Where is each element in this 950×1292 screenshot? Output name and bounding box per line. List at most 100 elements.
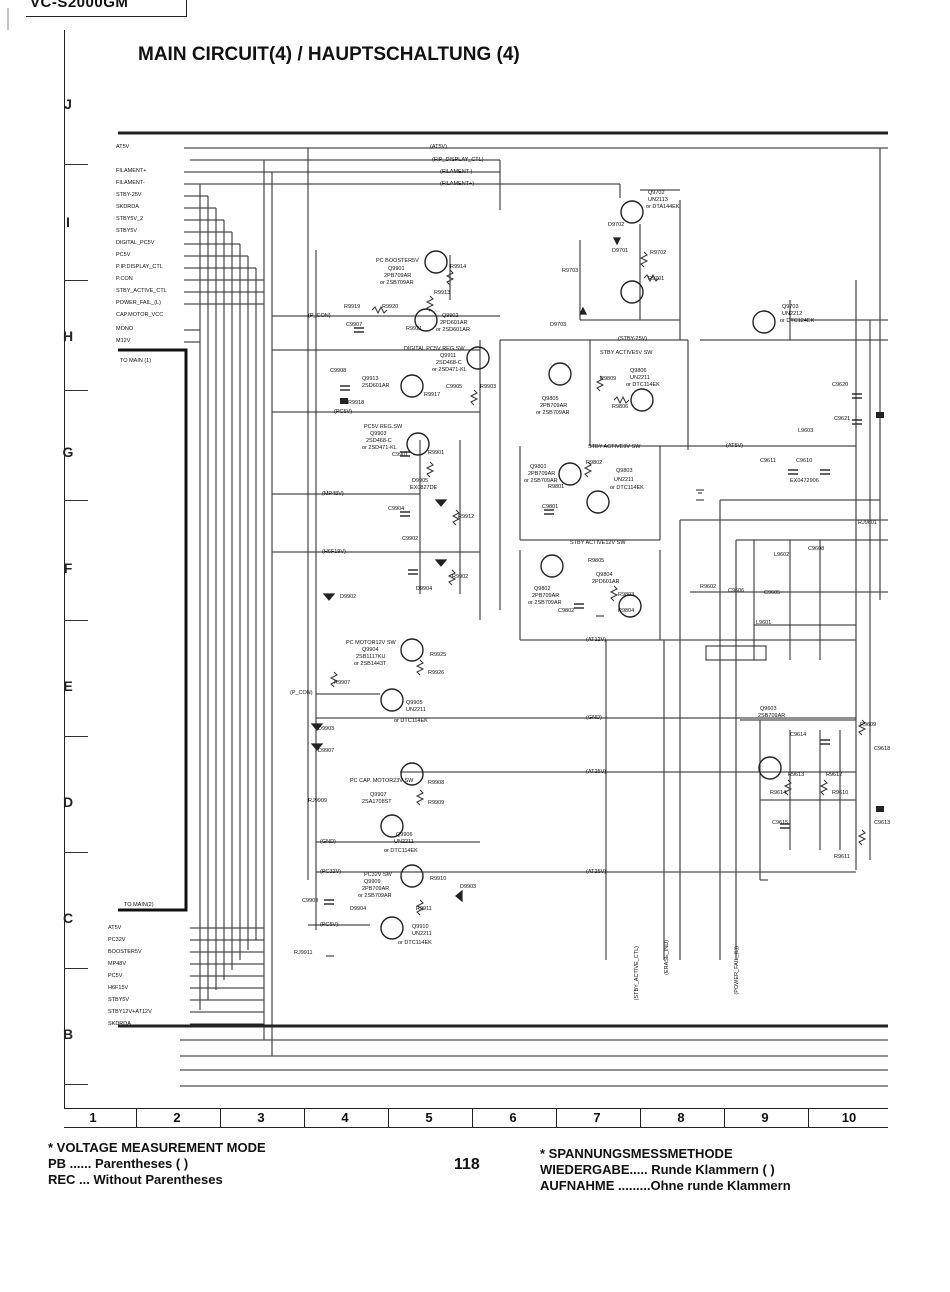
ref-label: R9908 [428, 780, 445, 786]
ref-label: Q9804 [596, 572, 613, 578]
net-label: (AT5V) [726, 443, 744, 449]
ref-label: Q9802 [534, 586, 551, 592]
ref-label: C9614 [790, 732, 807, 738]
ref-label: R9914 [450, 264, 467, 270]
sw-label: STBY ACTIVE5V SW [600, 350, 653, 356]
net-label: (P_CON) [308, 313, 331, 319]
ref-label: RJ9911 [294, 950, 313, 956]
rec-line: REC ... Without Parentheses [48, 1172, 223, 1187]
ref-label: D9902 [340, 594, 357, 600]
ref-label: Q9803 [616, 468, 633, 474]
row-label: C [62, 910, 74, 926]
ref-label: R9803 [618, 592, 635, 598]
part-label: EX0472906 [790, 478, 819, 484]
net-label: (ERASE_IND) [664, 940, 670, 975]
conn-label: TO MAIN(2) [124, 902, 154, 908]
ref-label: D9903 [460, 884, 477, 890]
ref-label: RJ9909 [308, 798, 327, 804]
ref-label: D9703 [550, 322, 567, 328]
ref-label: C9608 [808, 546, 825, 552]
net-label: (AT25V) [586, 869, 607, 875]
ref-label: Q9907 [370, 792, 387, 798]
part-label: or DTC114EK [610, 485, 644, 491]
row-label: I [66, 214, 70, 230]
part-label: or 2SD601AR [436, 327, 470, 333]
row-label: H [62, 328, 74, 344]
part-label: or 2SB709AR [524, 478, 558, 484]
col-label: 4 [341, 1110, 349, 1125]
conn-pin: SKDRDA [116, 204, 139, 210]
ref-label: D9903 [318, 726, 335, 732]
conn-pin: MP48V [108, 961, 127, 967]
sheet-frame [64, 30, 889, 1108]
part-label: 2PD601AR [440, 320, 468, 326]
ref-label: Q9913 [362, 376, 379, 382]
net-label: (STBY_ACTIVE_CTL) [634, 946, 640, 1001]
ref-label: R9806 [612, 404, 629, 410]
part-label: or 2SB709AR [358, 893, 392, 899]
ref-label: R9910 [430, 876, 447, 882]
ref-label: C9618 [874, 746, 891, 752]
ref-label: Q9603 [760, 706, 777, 712]
row-label: E [63, 678, 73, 694]
wiedergabe-line: WIEDERGABE..... Runde Klammern ( ) [540, 1162, 775, 1177]
ref-label: Q9806 [630, 368, 647, 374]
net-label: (FILAMENT-) [440, 169, 473, 175]
ref-label: C9801 [542, 504, 559, 510]
ref-label: L9603 [798, 428, 814, 434]
sw-label: PC CAP. MOTOR23V SW [350, 778, 414, 784]
ref-label: R9912 [458, 514, 475, 520]
ref-label: C9615 [772, 820, 789, 826]
ref-label: R9614 [770, 790, 787, 796]
net-label: (GND) [586, 715, 602, 721]
part-label: or 2SB709AR [380, 280, 414, 286]
ref-label: Q9909 [364, 879, 381, 885]
conn-pin: DIGITAL_PC5V [116, 240, 155, 246]
pb-line: PB ...... Parentheses ( ) [48, 1156, 189, 1171]
part-label: UN2211 [630, 375, 650, 381]
ref-label: R9609 [860, 722, 877, 728]
ref-label: Q9901 [388, 266, 405, 272]
ref-label: Q9906 [396, 832, 413, 838]
ref-label: R9804 [618, 608, 635, 614]
conn-pin: PC5V [108, 973, 123, 979]
col-label: 6 [509, 1110, 517, 1125]
conn-pin: CAP.MOTOR_VCC [116, 312, 164, 318]
ref-label: Q9703 [782, 304, 799, 310]
conn-pin: P.CON [116, 276, 133, 282]
ref-label: D9907 [318, 748, 335, 754]
net-label: (GND) [320, 839, 336, 845]
ref-label: R9805 [588, 558, 605, 564]
part-label: UN2211 [394, 839, 414, 845]
ref-label: C9606 [728, 588, 745, 594]
net-label: (STBY-25V) [618, 336, 648, 342]
part-label: or DTC114EK [398, 940, 432, 946]
model-box [26, 0, 187, 17]
ref-label: C9902 [402, 536, 419, 542]
sw-label: PC32V SW [364, 872, 392, 878]
sw-label: PC MOTOR12V SW [346, 640, 396, 646]
ref-label: C9621 [834, 416, 851, 422]
net-label: (P_CON) [290, 690, 313, 696]
sw-label: STBY ACTIVE12V SW [570, 540, 626, 546]
ref-label: R9901 [428, 450, 445, 456]
ref-label: Q9905 [406, 700, 423, 706]
col-label: 7 [593, 1110, 601, 1125]
ref-label: R9917 [424, 392, 441, 398]
col-label: 10 [841, 1110, 857, 1125]
conn-pin: STBY12V+AT12V [108, 1009, 152, 1015]
ref-label: R9913 [434, 290, 451, 296]
part-label: 2PB709AR [362, 886, 390, 892]
part-label: 2PB709AR [532, 593, 560, 599]
part-label: UN2211 [614, 477, 634, 483]
column-bar [64, 1108, 888, 1128]
part-label: 2SB1117KU [356, 654, 386, 660]
net-label: (AT12V) [586, 637, 607, 643]
part-label: or 2SB1443T [354, 661, 387, 667]
row-label: D [62, 794, 74, 810]
model-number: VC-S2000GM [30, 0, 129, 11]
sw-label: PC5V REG.SW [364, 424, 403, 430]
part-label: 2PD601AR [592, 579, 620, 585]
